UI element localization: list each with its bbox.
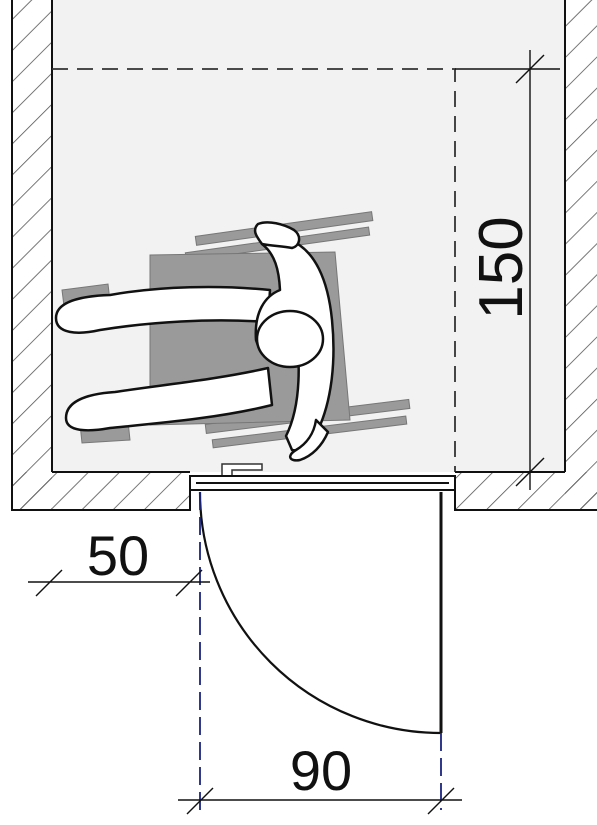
door-swing-arc — [198, 491, 442, 735]
dimension-150 — [455, 50, 560, 490]
left-wall-hatch — [12, 0, 52, 510]
wheelchair-user-icon — [54, 211, 411, 462]
bottom-right-wall-hatch — [455, 472, 597, 510]
left-leg — [54, 285, 272, 334]
dimension-50-label: 50 — [87, 524, 149, 587]
dimension-50 — [28, 569, 210, 597]
left-arm — [253, 221, 301, 250]
right-arm — [288, 418, 330, 462]
dimension-90 — [178, 787, 462, 815]
left-wall-outline — [11, 0, 191, 511]
door-handle — [221, 463, 263, 475]
dimension-90-label: 90 — [290, 739, 352, 802]
walls — [11, 0, 597, 511]
head — [255, 309, 325, 369]
door-frame — [189, 475, 456, 491]
dimension-150-label: 150 — [467, 216, 536, 319]
right-leg — [64, 366, 274, 432]
bottom-left-wall-hatch — [12, 472, 190, 510]
right-wall-hatch — [565, 0, 597, 510]
